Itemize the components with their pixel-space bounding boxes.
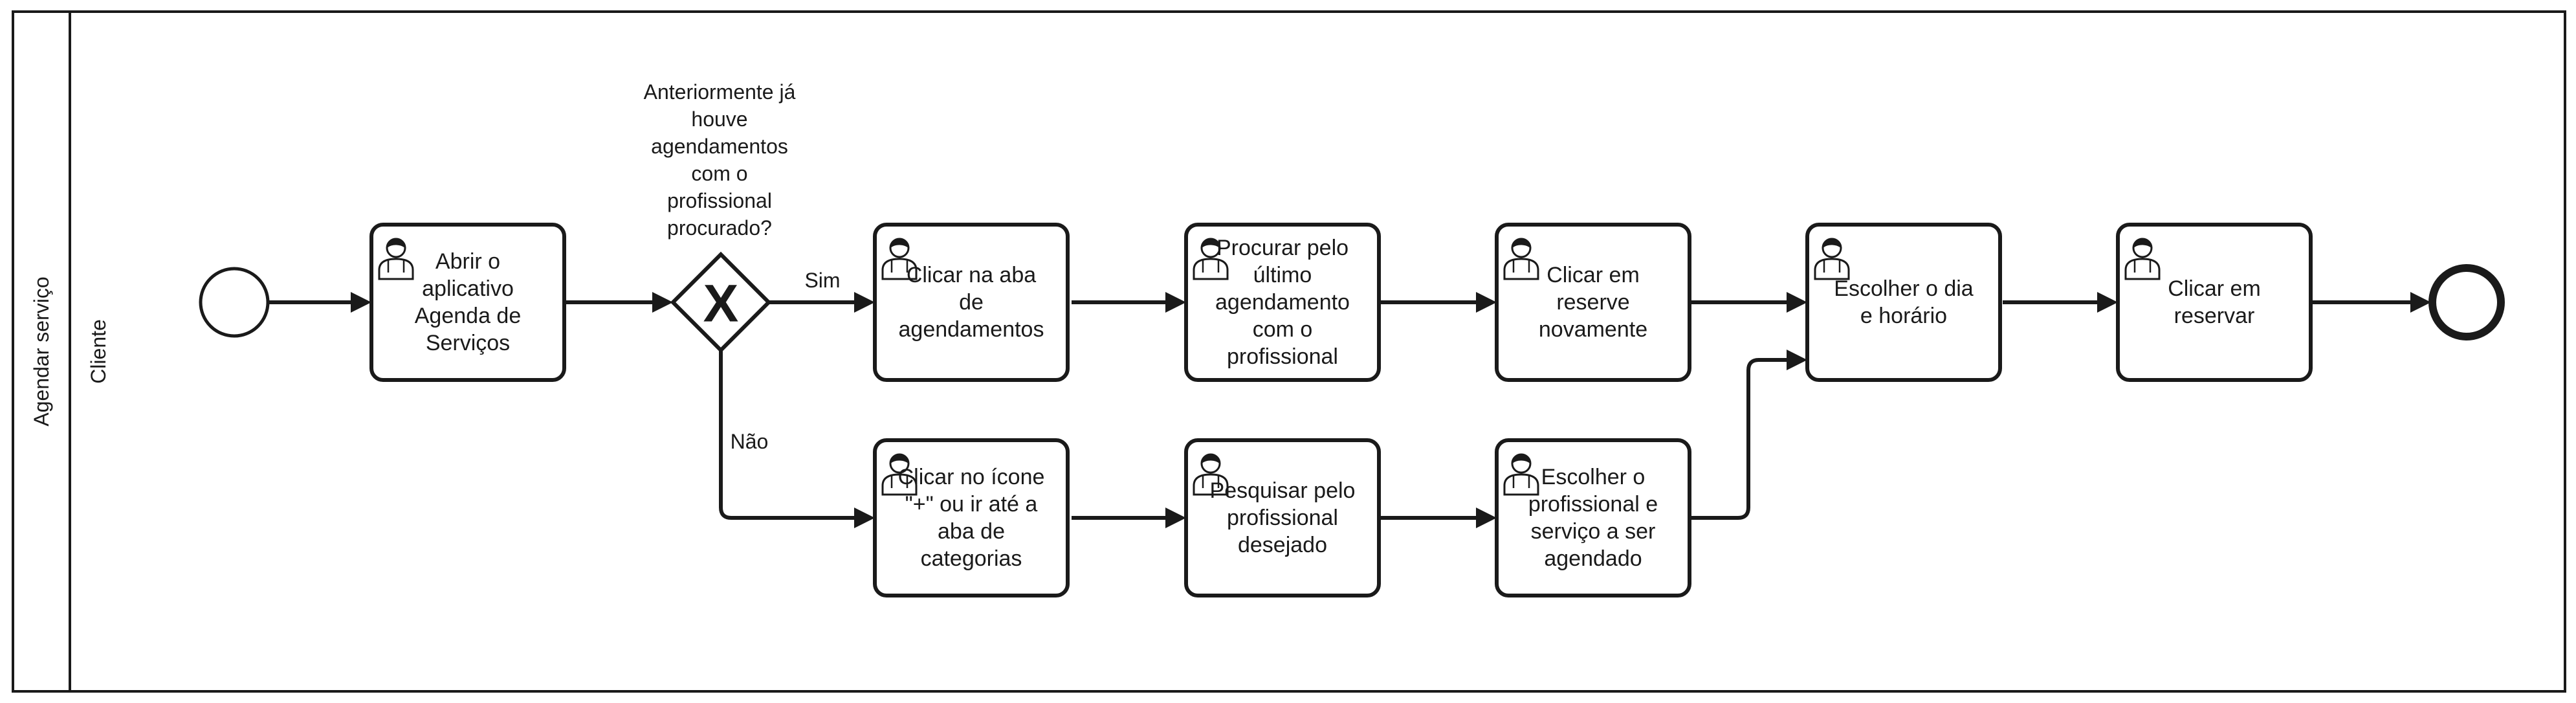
gateway-yes-label: Sim: [804, 269, 840, 292]
sequence-flows: [268, 292, 2431, 528]
task-label-line: agendamentos: [899, 317, 1044, 342]
task-label-line: Escolher o dia: [1834, 276, 1974, 301]
task-label-line: Clicar na aba: [907, 263, 1036, 287]
task-box[interactable]: [2116, 223, 2313, 382]
task-label-line: serviço a ser: [1531, 519, 1656, 544]
gateway-no-label: Não: [731, 430, 769, 453]
task-box[interactable]: [1495, 438, 1691, 597]
task-label-line: agendado: [1544, 546, 1642, 571]
task-label-line: "+" ou ir até a: [905, 492, 1038, 517]
task-label-line: aba de: [938, 519, 1005, 544]
task-label-line: de: [959, 290, 984, 315]
task-label-line: e horário: [1860, 304, 1947, 328]
task-label-line: categorias: [921, 546, 1022, 571]
task-label-line: agendamento: [1215, 290, 1350, 315]
task-label-line: com o: [1253, 317, 1313, 342]
task-box[interactable]: [1495, 223, 1691, 382]
gateway-question-line: agendamentos: [651, 135, 788, 158]
task-clicar-reservar[interactable]: Clicar em reservar: [2116, 223, 2313, 382]
task-label-line: aplicativo: [422, 276, 514, 301]
task-label-line: último: [1253, 263, 1312, 287]
task-label-line: Clicar no ícone: [898, 465, 1045, 489]
lane-label: Cliente: [87, 319, 110, 384]
gateway-question-line: procurado?: [667, 216, 772, 240]
task-label-line: Abrir o: [435, 249, 500, 274]
task-box[interactable]: [1805, 223, 2002, 382]
task-label-line: desejado: [1238, 533, 1327, 557]
task-label-line: Escolher o: [1541, 465, 1646, 489]
task-pesquisar-profissional[interactable]: Pesquisar pelo profissional desejado: [1184, 438, 1381, 597]
gateway-question-line: Anteriormente já: [644, 80, 796, 104]
flow-escolher-profissional-to-escolher-dia[interactable]: [1691, 358, 1788, 520]
gateway-question-line: houve: [691, 107, 747, 131]
task-label-line: Clicar em: [2168, 276, 2261, 301]
task-box[interactable]: [873, 438, 1070, 597]
pool-label: Agendar serviço: [30, 276, 53, 426]
task-label-line: Procurar pelo: [1216, 236, 1349, 260]
task-label-line: profissional: [1227, 506, 1338, 530]
task-label-line: Agenda de: [415, 304, 522, 328]
task-label-line: reservar: [2174, 304, 2255, 328]
gateway-question-line: profissional: [667, 189, 772, 212]
gateway-question-line: com o: [691, 162, 747, 185]
task-label-line: reserve: [1556, 290, 1629, 315]
task-label-line: profissional: [1227, 344, 1338, 369]
start-event-icon[interactable]: [199, 267, 270, 338]
task-label-line: Clicar em: [1547, 263, 1640, 287]
gateway-question: Anteriormente já houve agendamentos com o pr…: [644, 80, 796, 240]
task-label-line: Serviços: [426, 331, 510, 355]
gateway-symbol: X: [703, 274, 739, 333]
task-escolher-dia-horario[interactable]: Escolher o dia e horário: [1805, 223, 2002, 382]
task-box[interactable]: [1184, 223, 1381, 382]
task-label-line: novamente: [1539, 317, 1647, 342]
flow-gateway-nao[interactable]: [719, 350, 855, 520]
task-label-line: Pesquisar pelo: [1210, 478, 1356, 503]
task-box[interactable]: [369, 223, 566, 382]
task-label-line: profissional e: [1528, 492, 1658, 517]
end-event-icon[interactable]: [2428, 264, 2505, 340]
exclusive-gateway[interactable]: X: [670, 251, 772, 353]
exclusive-gateway-icon[interactable]: [670, 251, 772, 353]
task-box[interactable]: [1184, 438, 1381, 597]
task-box[interactable]: [873, 223, 1070, 382]
